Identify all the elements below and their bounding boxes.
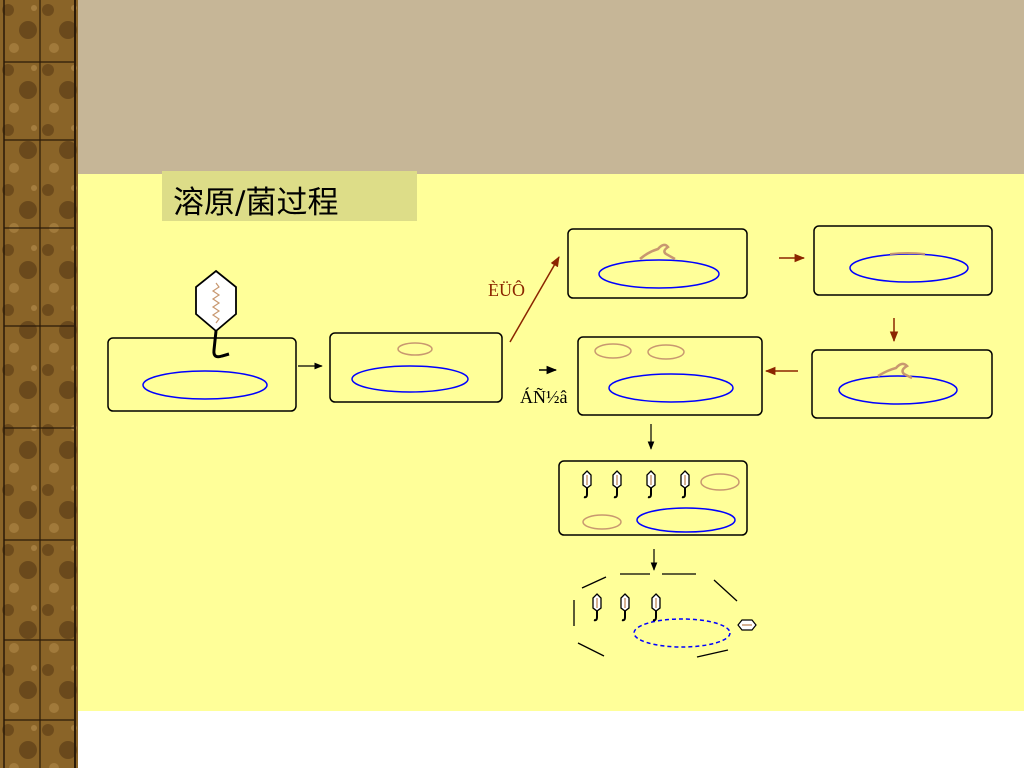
cell-infection	[107, 337, 297, 412]
slide-header-band	[78, 0, 1024, 174]
arrow-lysogenic-branch	[509, 256, 560, 343]
cell-dna-injected	[329, 332, 503, 403]
cell-prophage-excision	[811, 349, 993, 419]
cell-lysogen	[813, 225, 993, 296]
title-box	[162, 171, 417, 221]
decorative-wood-stripe	[0, 0, 78, 768]
cell-dna-replication	[577, 336, 763, 416]
cell-prophage-integration	[567, 228, 748, 299]
phage-icon	[195, 269, 237, 359]
slide-title: 溶原/菌过程	[173, 185, 339, 221]
cell-phage-assembly	[558, 460, 748, 536]
label-lytic: ÁÑ½â	[520, 386, 568, 407]
label-lysogenic: ÈÜÔ­	[488, 279, 525, 300]
cell-lysis	[573, 573, 757, 658]
